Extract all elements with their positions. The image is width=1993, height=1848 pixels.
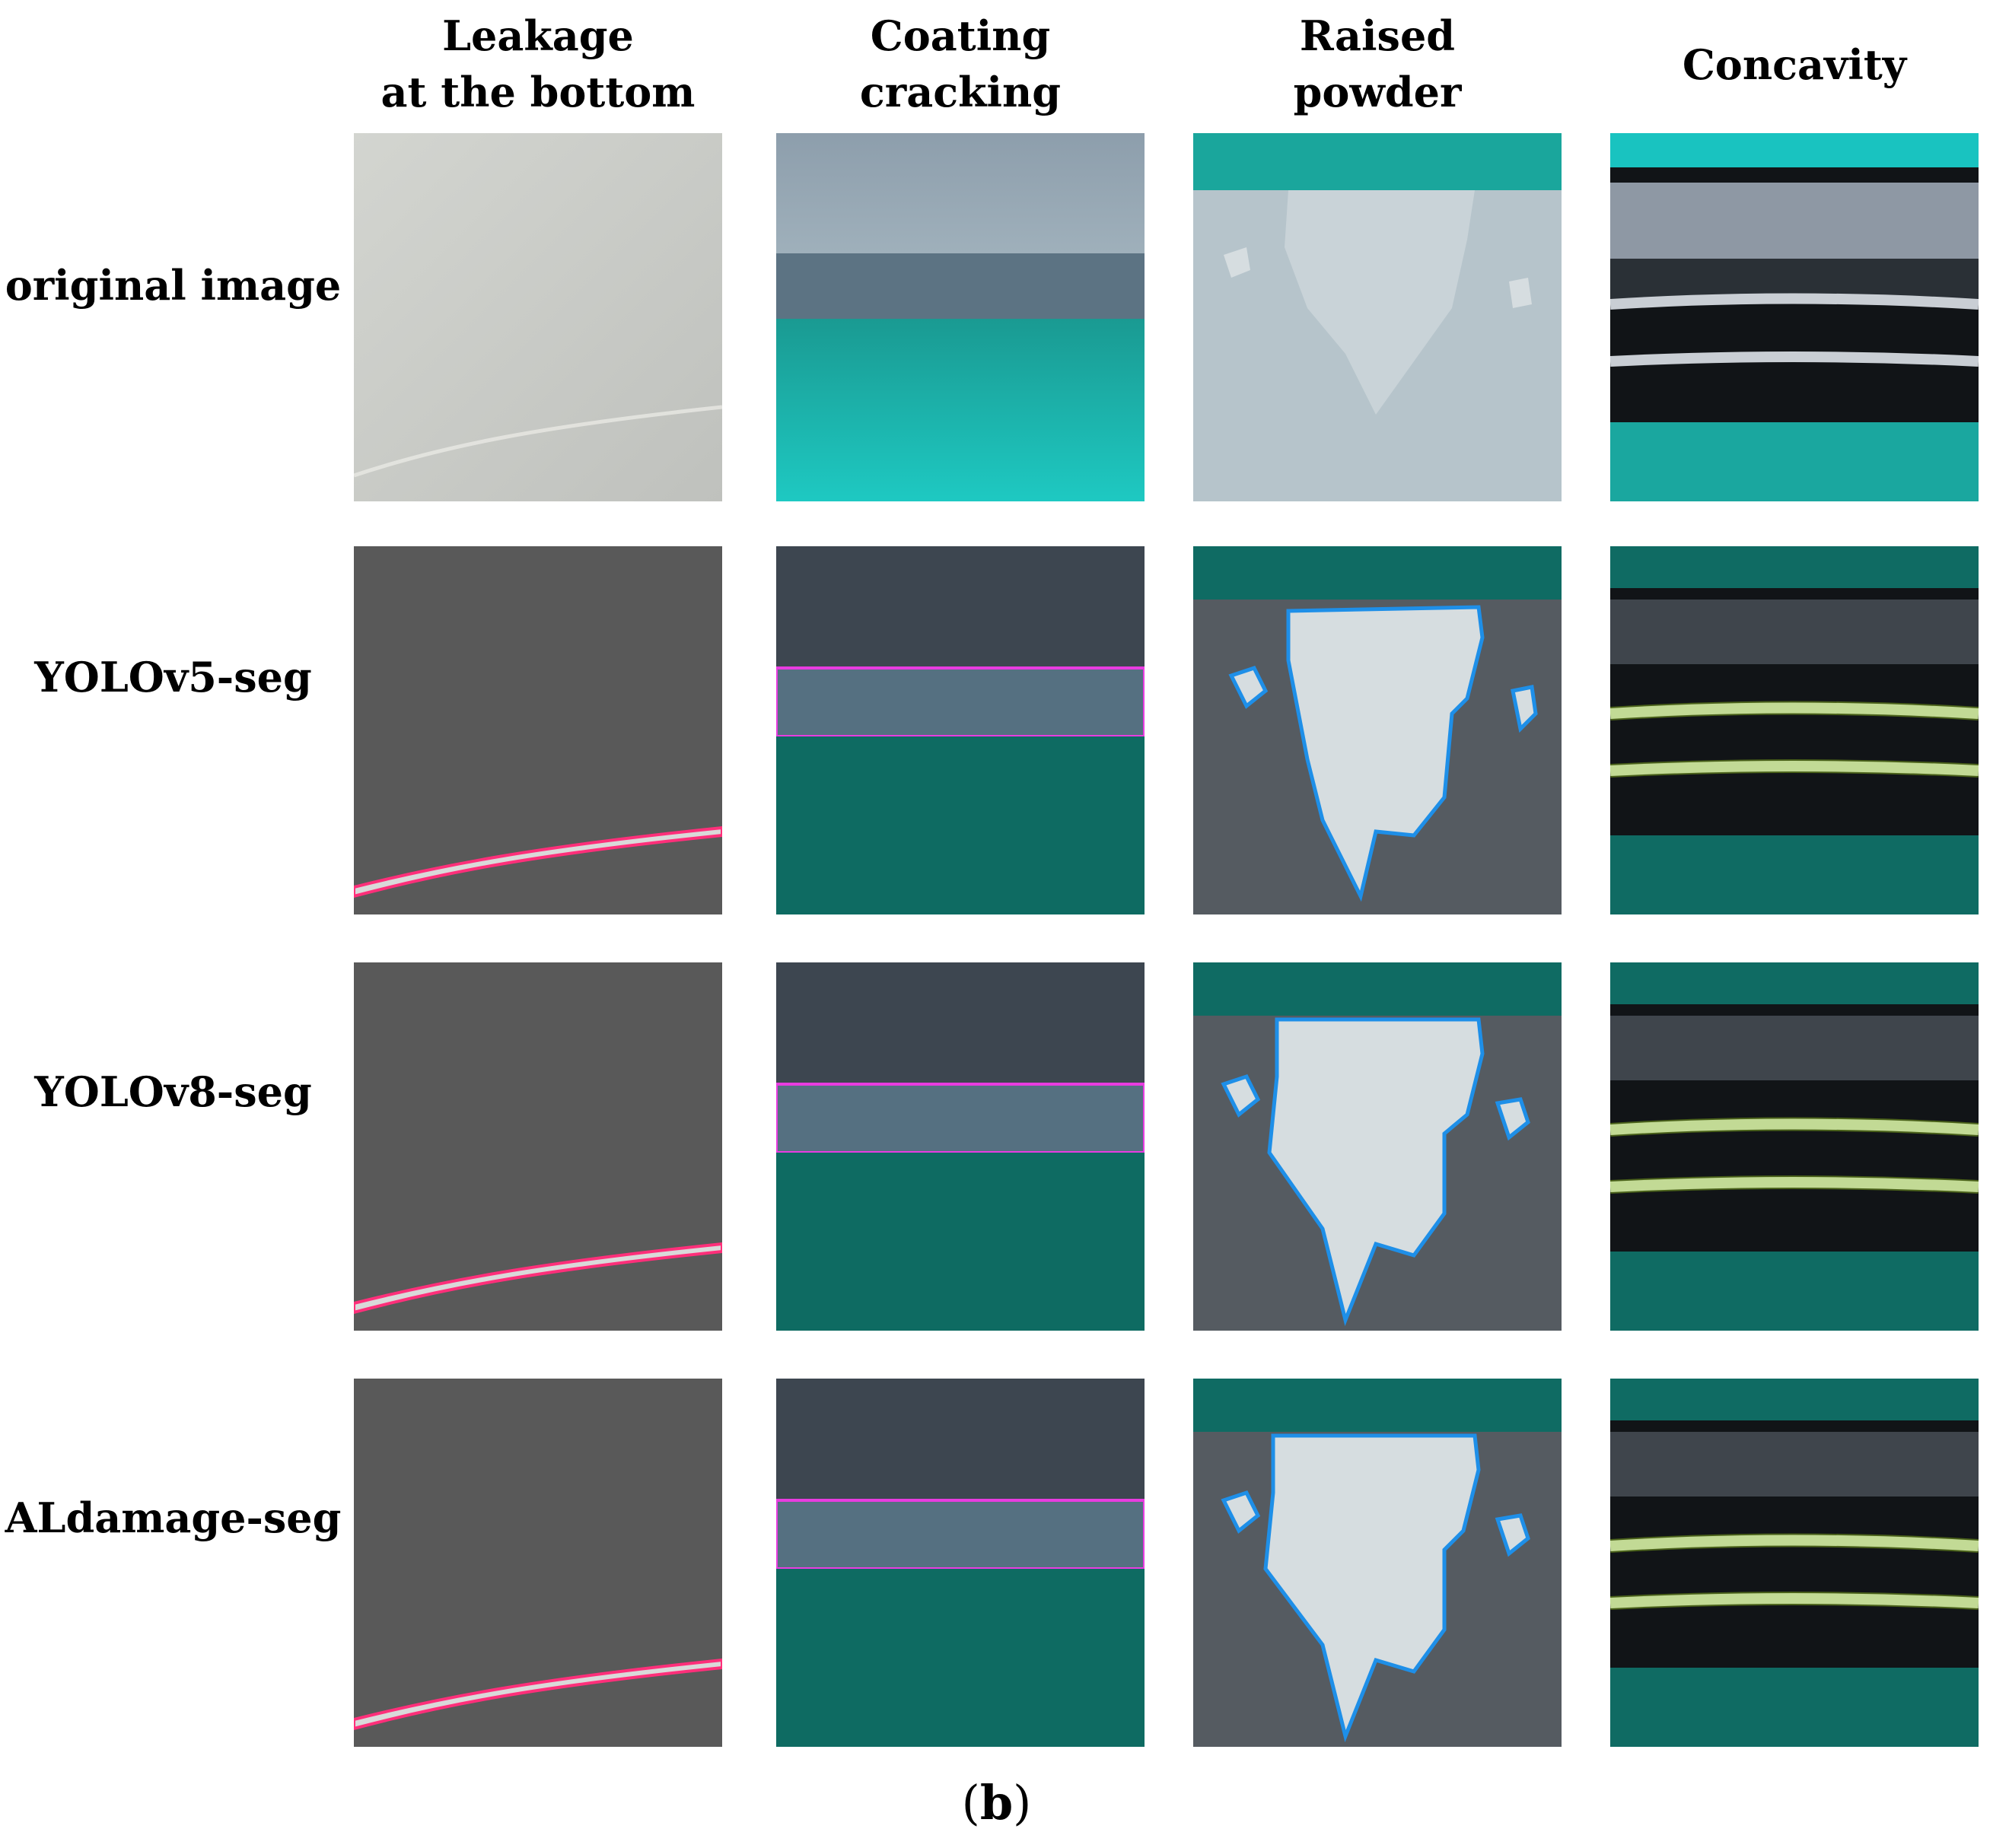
row-header-original-image: original image [5,261,342,310]
seg-leakage-aldamage [354,1379,722,1747]
tile-aldamage-concavity [1610,1379,1979,1747]
tile-yolov5-coating [776,546,1145,914]
column-header-line1: Concavity [1682,40,1907,89]
seg-coating-yolov5 [776,546,1145,914]
tile-yolov8-concavity [1610,962,1979,1331]
photo-concavity-original [1610,133,1979,501]
row-header-yolov5-seg: YOLOv5-seg [34,653,312,701]
seg-leakage-yolov8 [354,962,722,1331]
figure-caption: (b) [0,1773,1993,1834]
tile-original-coating [776,133,1145,501]
tile-yolov8-leakage [354,962,722,1331]
seg-powder-yolov5 [1193,546,1562,914]
seg-concavity-aldamage [1610,1379,1979,1747]
photo-coating-original [776,133,1145,501]
tile-aldamage-coating [776,1379,1145,1747]
seg-leakage-yolov5 [354,546,722,914]
row-header-yolov8-seg: YOLOv8-seg [34,1067,312,1116]
caption-label: b [979,1775,1014,1831]
column-header-line2: cracking [859,68,1062,116]
column-header-raised-powder: Raised powder [1193,8,1562,120]
photo-leakage-original [354,133,722,501]
row-header-aldamage-seg: ALdamage-seg [5,1493,342,1542]
tile-yolov5-leakage [354,546,722,914]
seg-powder-yolov8 [1193,962,1562,1331]
tile-yolov8-coating [776,962,1145,1331]
caption-close-paren: ) [1013,1775,1032,1831]
column-header-line2: powder [1293,68,1462,116]
photo-powder-original [1193,133,1562,501]
column-header-line1: Leakage [442,11,634,60]
seg-concavity-yolov5 [1610,546,1979,914]
column-header-line1: Raised [1299,11,1456,60]
tile-yolov5-powder [1193,546,1562,914]
tile-yolov8-powder [1193,962,1562,1331]
seg-coating-yolov8 [776,962,1145,1331]
seg-coating-aldamage [776,1379,1145,1747]
tile-aldamage-powder [1193,1379,1562,1747]
tile-original-powder [1193,133,1562,501]
tile-aldamage-leakage [354,1379,722,1747]
column-header-concavity: Concavity [1610,37,1979,93]
tile-original-concavity [1610,133,1979,501]
tile-yolov5-concavity [1610,546,1979,914]
column-header-line1: Coating [870,11,1051,60]
column-header-leakage: Leakage at the bottom [354,8,722,120]
caption-open-paren: ( [961,1775,980,1831]
column-header-line2: at the bottom [380,68,696,116]
seg-powder-aldamage [1193,1379,1562,1747]
tile-original-leakage [354,133,722,501]
column-header-coating-cracking: Coating cracking [776,8,1145,120]
seg-concavity-yolov8 [1610,962,1979,1331]
